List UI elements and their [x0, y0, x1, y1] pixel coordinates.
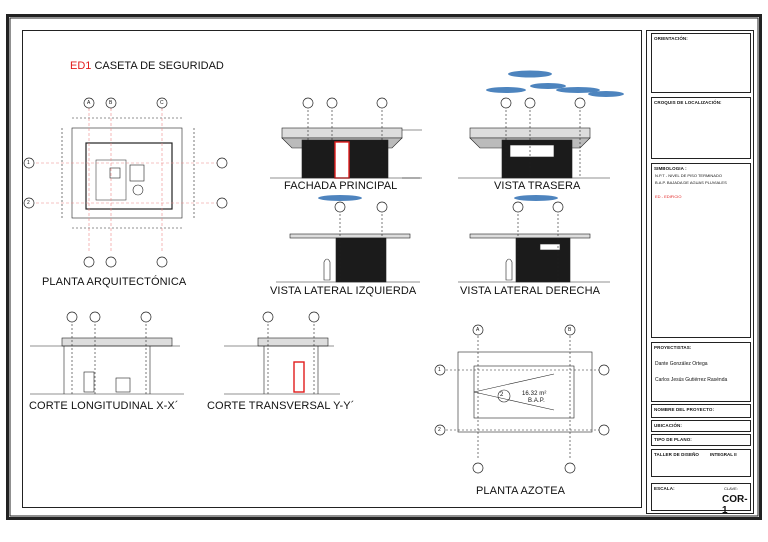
- plan-label: PLANTA ARQUITECTÓNICA: [42, 276, 187, 288]
- sheet-title: ED1 CASETA DE SEGURIDAD: [70, 60, 224, 72]
- axis-bubbles: [23, 97, 610, 474]
- inner-border: [9, 17, 759, 517]
- workshop-value: INTEGRAL II: [710, 452, 737, 457]
- roof-label: PLANTA AZOTEA: [476, 485, 566, 497]
- roof-axis-2: 2: [438, 427, 441, 433]
- symbology-section: SIMBOLOGIA : N.P.T - NIVEL DE PISO TERMI…: [651, 163, 751, 338]
- plan-drawing: [36, 108, 218, 252]
- rear-label: VISTA TRASERA: [494, 180, 581, 192]
- location2-label: UBICACIÓN:: [654, 423, 682, 428]
- roof-axis-1: 1: [438, 367, 441, 373]
- plan-type-label: TIPO DE PLANO:: [654, 437, 692, 442]
- left-label: VISTA LATERAL IZQUIERDA: [270, 285, 417, 297]
- drawing-area: [22, 30, 642, 508]
- project-name-section: NOMBRE DEL PROYECTO:: [651, 404, 751, 418]
- roof-axis-b: B: [568, 327, 572, 333]
- roof-plan: [446, 336, 604, 460]
- designers-section: PROYECTISTAS: Dante González Ortega Carl…: [651, 342, 751, 402]
- roof-bap: B.A.P.: [528, 398, 545, 404]
- orientation-label: ORIENTACIÓN:: [654, 36, 688, 41]
- workshop-section: TALLER DE DISEÑO INTEGRAL II: [651, 449, 751, 477]
- right-label: VISTA LATERAL DERECHA: [460, 285, 601, 297]
- roof-area: 16.32 m²: [522, 391, 547, 397]
- right-elevation: [458, 214, 610, 283]
- long-section: [30, 324, 184, 395]
- workshop-label: TALLER DE DISEÑO: [654, 452, 700, 457]
- project-name-label: NOMBRE DEL PROYECTO:: [654, 407, 715, 412]
- sheet-code: COR-1: [722, 494, 748, 516]
- roof-slope: 2: [500, 392, 504, 398]
- trans-section-label: CORTE TRANSVERSAL Y-Y´: [207, 400, 355, 412]
- scale-key-section: ESCALA: CLAVE: COR-1: [651, 483, 751, 516]
- symbology-npt: N.P.T - NIVEL DE PISO TERMINADO: [655, 173, 722, 178]
- cloud-icons: [318, 70, 624, 201]
- title-block: ORIENTACIÓN: CROQUIS DE LOCALIZACIÓN: SI…: [646, 30, 754, 516]
- trans-section: [224, 324, 340, 395]
- front-elevation: [270, 110, 422, 179]
- project-title: CASETA DE SEGURIDAD: [94, 60, 224, 72]
- front-label: FACHADA PRINCIPAL: [284, 180, 398, 192]
- sheet-outer-border: [6, 14, 762, 520]
- symbology-bap: B.A.P. BAJADA DE AGUAS PLUVIALES: [655, 180, 727, 185]
- designer-2: Carlos Jesús Gutiérrez Rasénda: [655, 377, 728, 383]
- axis-1: 1: [27, 160, 30, 166]
- symbology-ed: ED - EDIFICIO: [655, 194, 682, 199]
- axis-c: C: [160, 100, 164, 106]
- project-code: ED1: [70, 60, 92, 72]
- axis-b: B: [109, 100, 113, 106]
- designer-1: Dante González Ortega: [655, 361, 708, 367]
- location-label: CROQUIS DE LOCALIZACIÓN:: [654, 100, 722, 105]
- symbology-label: SIMBOLOGIA :: [654, 166, 687, 171]
- axis-a: A: [87, 100, 91, 106]
- location2-section: UBICACIÓN:: [651, 420, 751, 432]
- designers-label: PROYECTISTAS:: [654, 345, 692, 350]
- scale-label: ESCALA:: [654, 486, 675, 491]
- plan-type-section: TIPO DE PLANO:: [651, 434, 751, 446]
- orientation-section: ORIENTACIÓN:: [651, 33, 751, 93]
- left-elevation: [276, 214, 420, 283]
- long-section-label: CORTE LONGITUDINAL X-X´: [29, 400, 179, 412]
- rear-elevation: [458, 110, 610, 179]
- key-label: CLAVE:: [724, 486, 738, 491]
- axis-2: 2: [27, 200, 30, 206]
- roof-axis-a: A: [476, 327, 480, 333]
- location-section: CROQUIS DE LOCALIZACIÓN:: [651, 97, 751, 159]
